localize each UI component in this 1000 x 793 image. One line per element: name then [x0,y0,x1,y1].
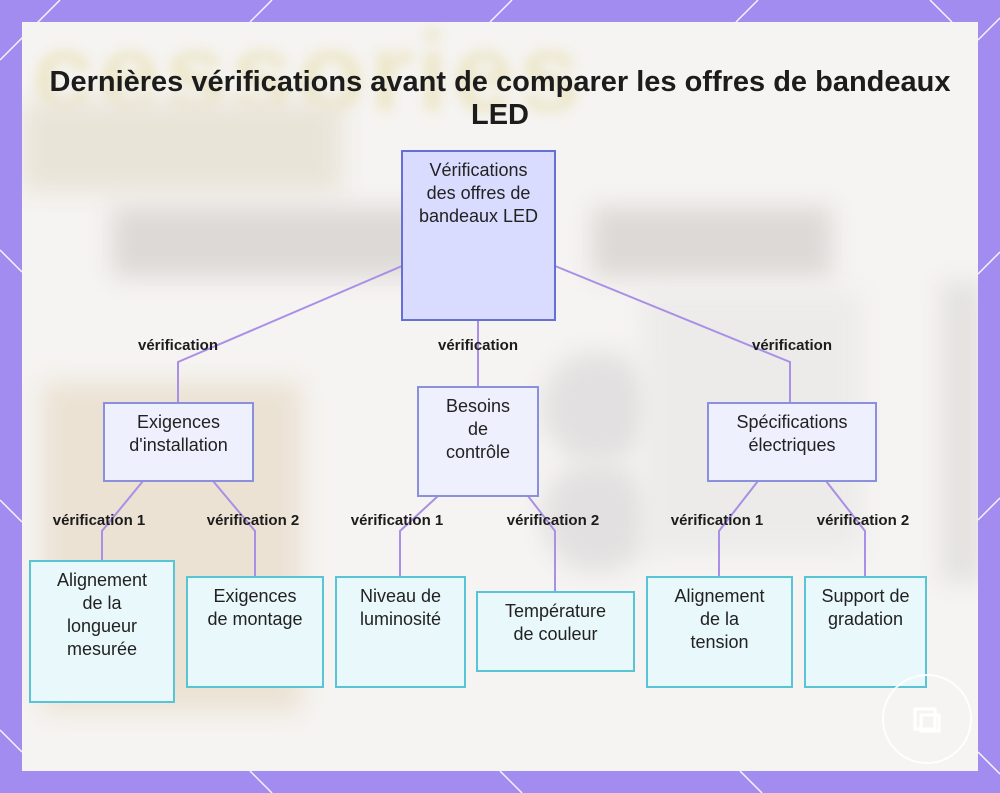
branch-node-controle: Besoins de contrôle [417,386,539,497]
leaf-node-tension-label: Alignement de la tension [670,585,770,654]
edge-label-leaf-3: vérification 1 [351,512,444,529]
edge-branch-2-leaf-1 [400,496,438,577]
edge-branch-2-leaf-2 [528,496,555,592]
leaf-node-temperature-label: Température de couleur [496,600,616,646]
edge-label-leaf-1: vérification 1 [53,512,146,529]
root-node-label: Vérifications des offres de bandeaux LED [419,159,539,228]
brand-logo-icon [882,674,972,764]
leaf-node-montage: Exigences de montage [186,576,324,688]
edge-branch-1-leaf-2 [213,481,255,577]
leaf-node-gradation: Support de gradation [804,576,927,688]
edge-branch-3-leaf-1 [719,481,758,577]
branch-node-electrique-label: Spécifications électriques [722,411,862,457]
leaf-node-gradation-label: Support de gradation [821,585,911,631]
edge-root-branch-3 [555,266,790,402]
leaf-node-montage-label: Exigences de montage [205,585,305,631]
branch-node-controle-label: Besoins de contrôle [438,395,518,464]
leaf-node-luminosite: Niveau de luminosité [335,576,466,688]
edge-label-leaf-4: vérification 2 [507,512,600,529]
edge-label-leaf-2: vérification 2 [207,512,300,529]
root-node: Vérifications des offres de bandeaux LED [401,150,556,321]
branch-node-electrique: Spécifications électriques [707,402,877,482]
leaf-node-luminosite-label: Niveau de luminosité [351,585,451,631]
edge-branch-3-leaf-2 [826,481,865,577]
leaf-node-temperature: Température de couleur [476,591,635,672]
leaf-node-longueur: Alignement de la longueur mesurée [29,560,175,703]
edge-label-leaf-6: vérification 2 [817,512,910,529]
leaf-node-longueur-label: Alignement de la longueur mesurée [47,569,157,661]
edge-label-leaf-5: vérification 1 [671,512,764,529]
edge-label-branch-2: vérification [438,337,518,354]
leaf-node-tension: Alignement de la tension [646,576,793,688]
edge-label-branch-3: vérification [752,337,832,354]
edge-label-branch-1: vérification [138,337,218,354]
branch-node-installation: Exigences d'installation [103,402,254,482]
edge-root-branch-1 [178,266,402,402]
branch-node-installation-label: Exigences d'installation [119,411,239,457]
